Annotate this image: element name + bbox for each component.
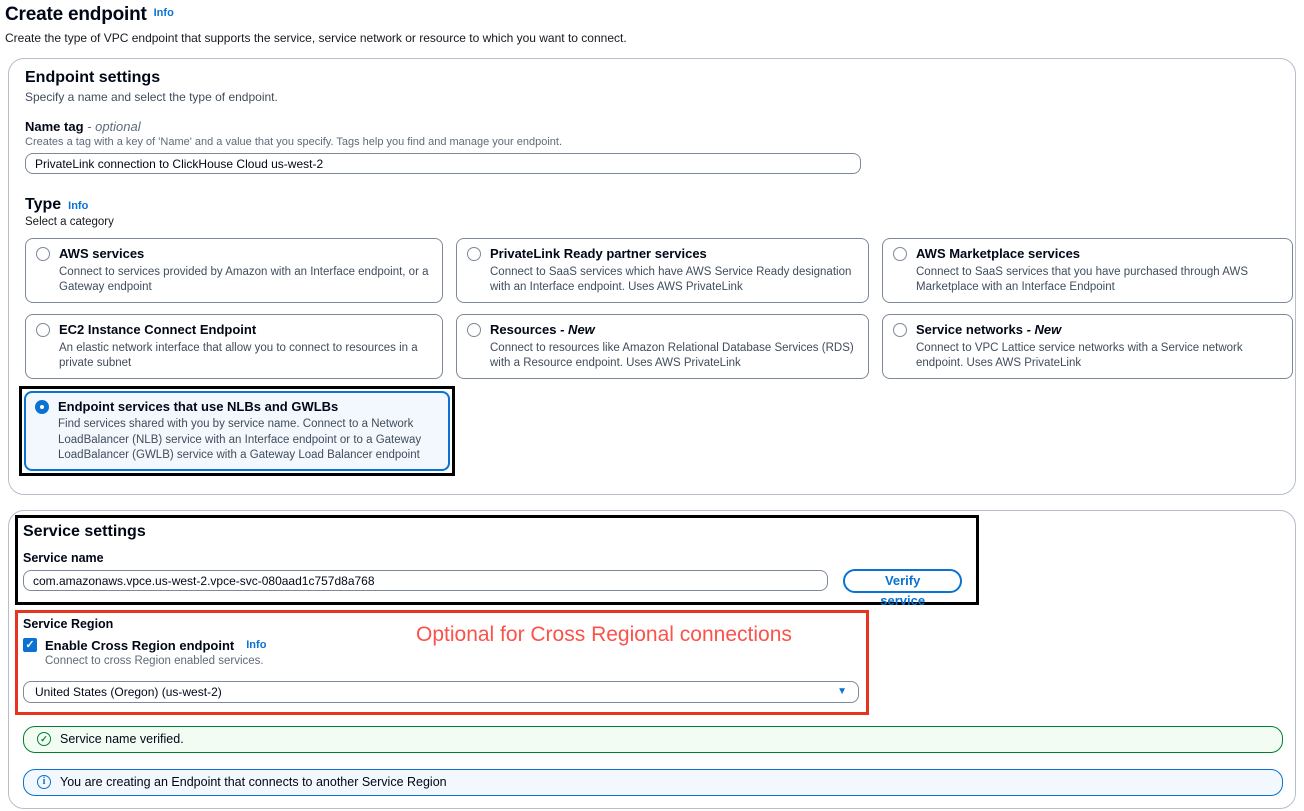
radio-unchecked-icon[interactable] <box>467 247 481 261</box>
endpoint-settings-title: Endpoint settings <box>25 69 161 86</box>
radio-unchecked-icon[interactable] <box>893 322 907 337</box>
service-settings-card: Service settings Service name Verify ser… <box>8 509 1296 809</box>
name-tag-label: Name tag - optional <box>25 119 141 134</box>
type-option-privatelink-partner[interactable]: PrivateLink Ready partner services Conne… <box>456 238 869 303</box>
service-verified-alert-text: Service name verified. <box>60 732 184 747</box>
cross-region-info-alert: i You are creating an Endpoint that conn… <box>23 768 1283 796</box>
type-option-title: PrivateLink Ready partner services <box>490 246 707 261</box>
name-tag-constraint: Creates a tag with a key of 'Name' and a… <box>25 136 563 148</box>
new-badge: - New <box>560 321 595 337</box>
type-option-resources[interactable]: Resources - New Connect to resources lik… <box>456 313 869 379</box>
endpoint-settings-card: Endpoint settings Specify a name and sel… <box>8 58 1296 495</box>
type-option-description: Connect to resources like Amazon Relatio… <box>490 341 854 369</box>
radio-unchecked-icon[interactable] <box>467 322 481 337</box>
type-info-link[interactable]: Info <box>68 200 89 212</box>
type-option-description: Connect to SaaS services that you have p… <box>916 265 1248 293</box>
red-annotation-note: Optional for Cross Regional connections <box>416 622 792 646</box>
service-region-label: Service Region <box>23 616 114 631</box>
name-tag-optional: - optional <box>87 119 141 134</box>
cross-region-info-link[interactable]: Info <box>246 639 267 652</box>
service-settings-annotation-box: Service settings Service name Verify ser… <box>15 514 979 608</box>
type-option-marketplace[interactable]: AWS Marketplace services Connect to SaaS… <box>882 238 1293 303</box>
success-check-icon: ✓ <box>37 732 51 747</box>
page-description: Create the type of VPC endpoint that sup… <box>5 31 627 45</box>
type-option-description: Connect to SaaS services which have AWS … <box>490 265 852 293</box>
service-region-selected-value: United States (Oregon) (us-west-2) <box>35 684 222 699</box>
type-option-description: An elastic network interface that allow … <box>59 341 418 369</box>
page-title: Create endpoint <box>5 4 147 25</box>
page-header: Create endpoint Info Create the type of … <box>5 4 1296 45</box>
cross-region-info-alert-text: You are creating an Endpoint that connec… <box>60 775 447 790</box>
cross-region-checkbox[interactable]: ✓ <box>23 638 37 653</box>
cross-region-description: Connect to cross Region enabled services… <box>45 654 264 667</box>
type-option-aws-services[interactable]: AWS services Connect to services provide… <box>25 238 443 303</box>
service-verified-alert: ✓ Service name verified. <box>23 725 1283 753</box>
info-circle-icon: i <box>37 775 51 790</box>
name-tag-input[interactable] <box>25 153 861 174</box>
type-option-title: Endpoint services that use NLBs and GWLB… <box>58 398 339 414</box>
type-option-description: Connect to services provided by Amazon w… <box>59 265 429 293</box>
type-option-description: Connect to VPC Lattice service networks … <box>916 341 1243 369</box>
chevron-down-icon: ▼ <box>837 686 847 698</box>
service-region-select[interactable]: United States (Oregon) (us-west-2) ▼ <box>23 680 859 703</box>
radio-unchecked-icon[interactable] <box>36 322 50 337</box>
type-option-ec2-instance-connect[interactable]: EC2 Instance Connect Endpoint An elastic… <box>25 313 443 379</box>
radio-unchecked-icon[interactable] <box>36 247 50 261</box>
cross-region-checkbox-label[interactable]: Enable Cross Region endpoint <box>45 637 235 653</box>
type-options-grid: AWS services Connect to services provide… <box>19 238 1293 476</box>
type-option-title: Resources - New <box>490 321 595 337</box>
service-settings-title: Service settings <box>23 522 146 540</box>
endpoint-settings-description: Specify a name and select the type of en… <box>25 90 278 104</box>
service-region-annotation-box: Service Region ✓ Enable Cross Region end… <box>15 609 869 715</box>
type-option-title: AWS services <box>59 246 145 261</box>
type-option-endpoint-services-nlb-gwlb[interactable]: Endpoint services that use NLBs and GWLB… <box>24 390 450 471</box>
new-badge: - New <box>1026 321 1062 337</box>
type-option-title: Service networks - New <box>916 321 1062 337</box>
type-title: Type <box>25 196 62 213</box>
type-option-service-networks[interactable]: Service networks - New Connect to VPC La… <box>882 313 1293 379</box>
type-description: Select a category <box>25 216 114 228</box>
radio-unchecked-icon[interactable] <box>893 247 907 261</box>
service-name-label: Service name <box>23 550 104 565</box>
service-name-input[interactable] <box>23 570 829 592</box>
type-option-title: EC2 Instance Connect Endpoint <box>59 321 257 337</box>
type-option-description: Find services shared with you by service… <box>58 418 422 461</box>
page-info-link[interactable]: Info <box>153 7 174 19</box>
type-option-title: AWS Marketplace services <box>916 246 1081 261</box>
verify-service-button[interactable]: Verify service <box>843 568 962 608</box>
radio-checked-icon[interactable] <box>35 399 49 414</box>
selected-option-annotation-box: Endpoint services that use NLBs and GWLB… <box>19 385 455 476</box>
